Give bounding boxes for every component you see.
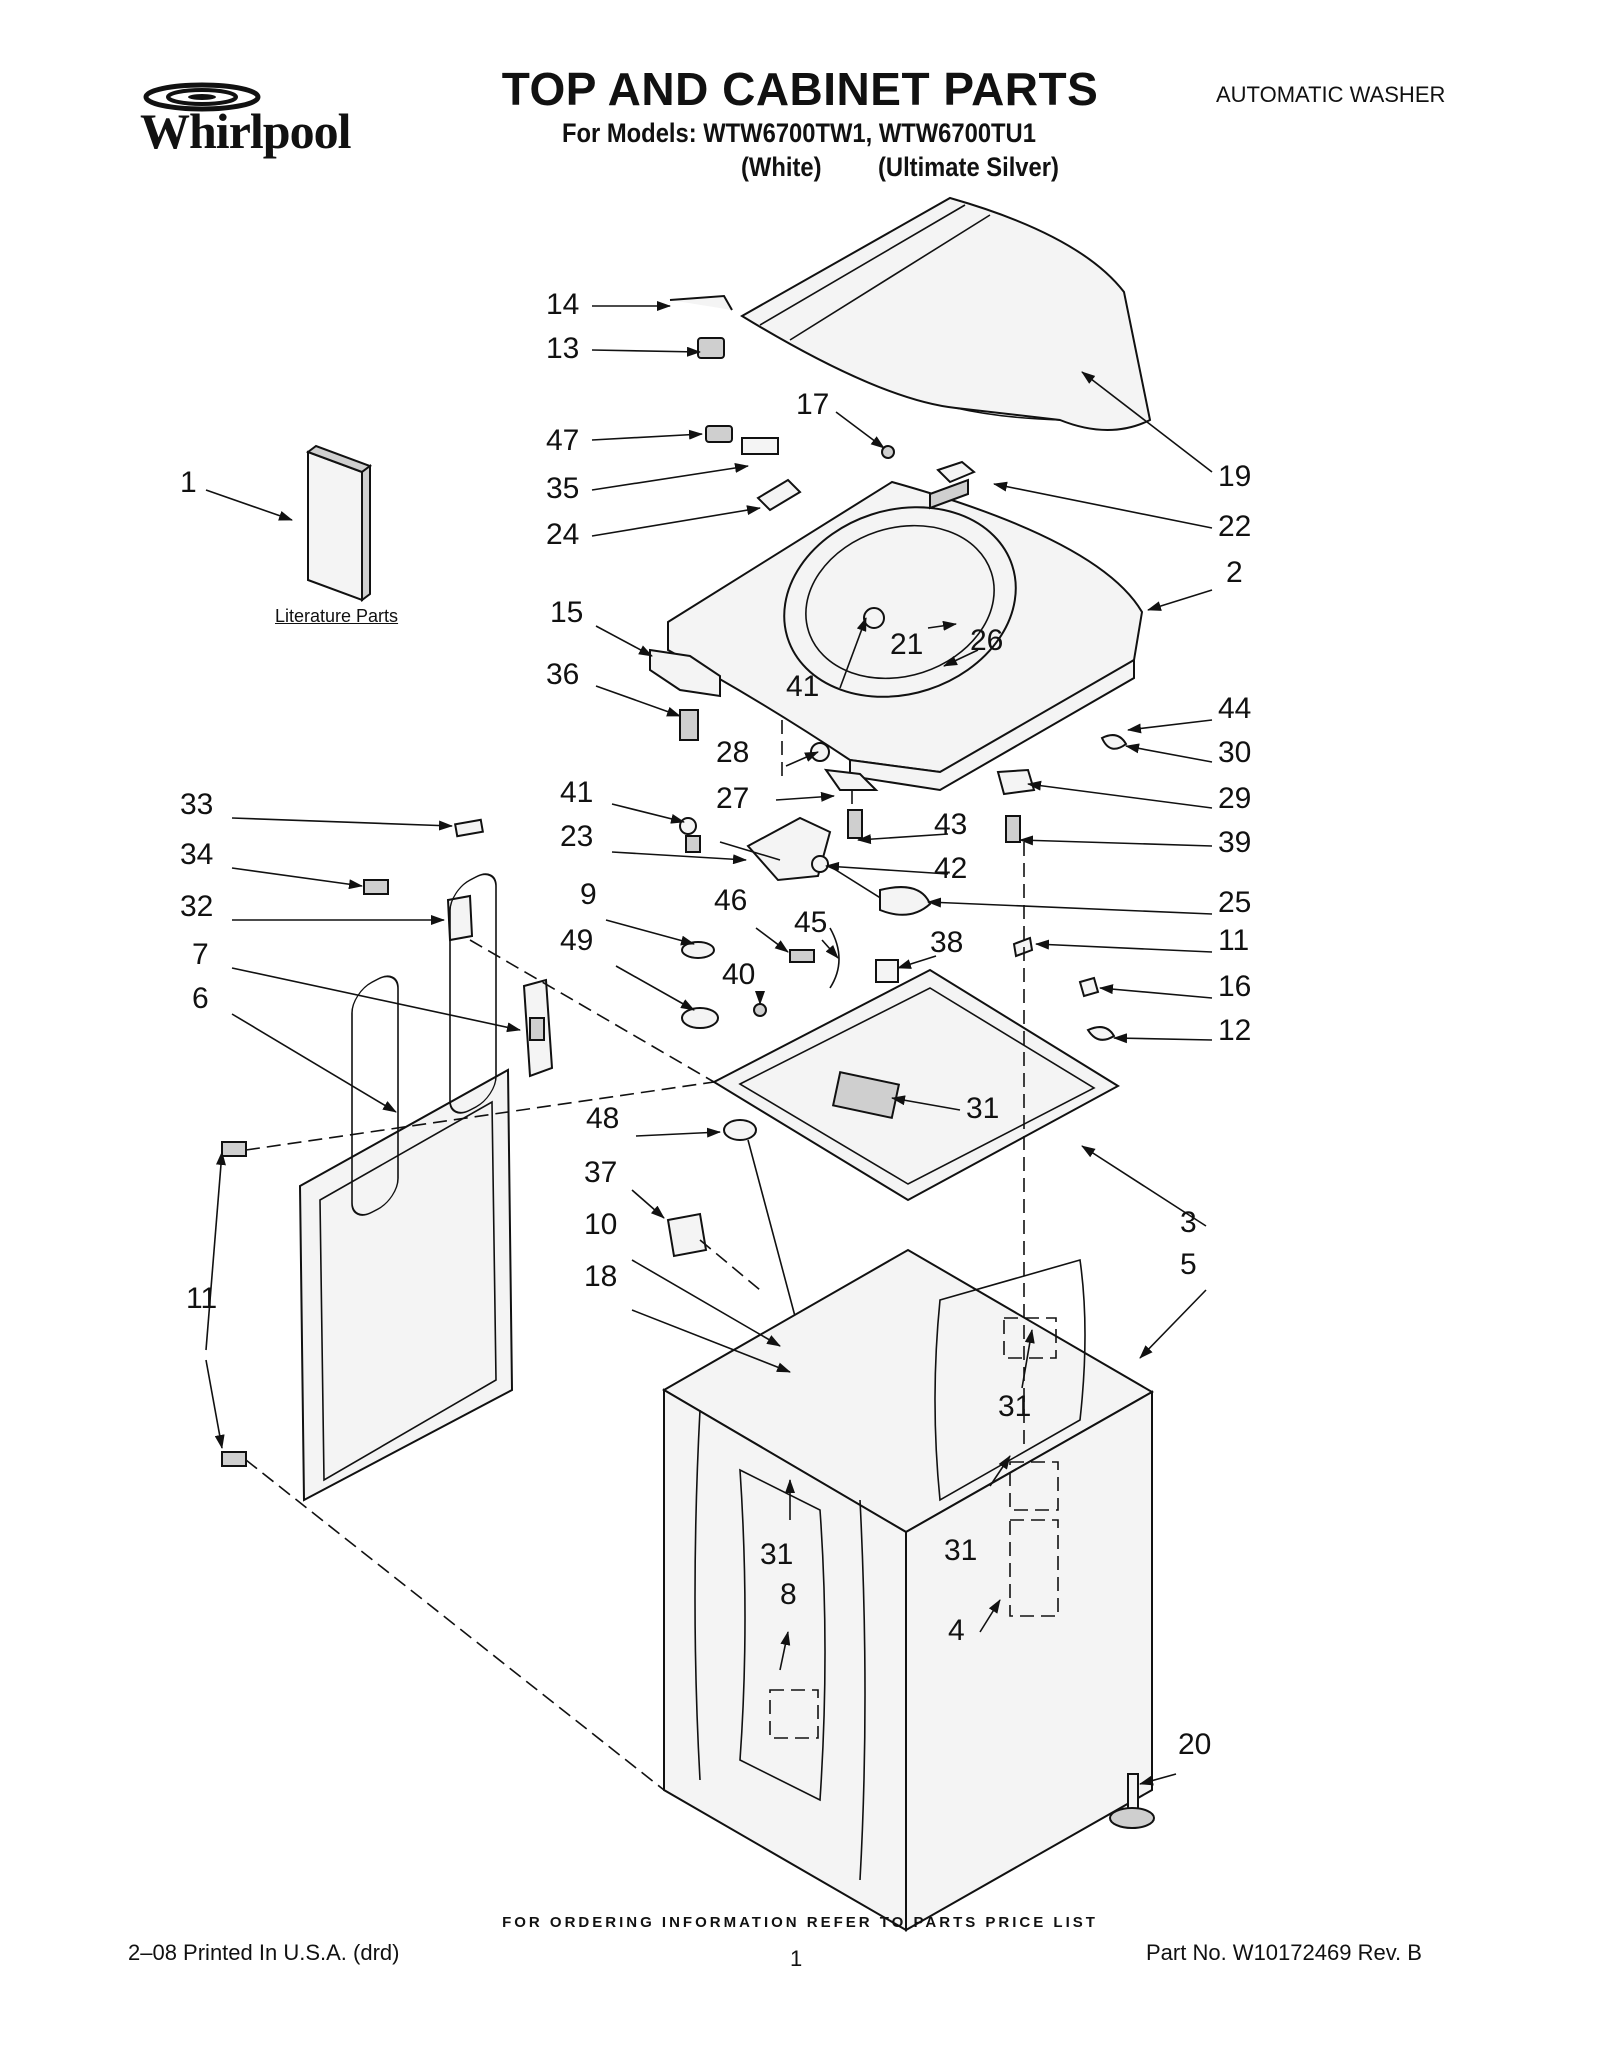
callout-16: 16	[1218, 970, 1252, 1003]
small-top-parts	[649, 425, 1128, 843]
callout-17: 17	[796, 388, 830, 421]
callout-30: 30	[1218, 736, 1252, 769]
brand-wordmark: Whirlpool	[140, 103, 351, 159]
doc-type: AUTOMATIC WASHER	[1216, 82, 1446, 107]
callout-39: 39	[1218, 826, 1252, 859]
callout-10: 10	[584, 1208, 618, 1241]
callout-22: 22	[1218, 510, 1252, 543]
leveling-leg	[1109, 1773, 1155, 1829]
whirlpool-logo	[126, 80, 366, 160]
callout-14: 14	[546, 288, 580, 321]
variant-white: (White)	[741, 152, 822, 182]
callout-21: 21	[890, 628, 924, 661]
callout-41-top: 41	[786, 670, 820, 703]
models-line: For Models: WTW6700TW1, WTW6700TU1	[562, 118, 1036, 148]
print-info: 2–08 Printed In U.S.A. (drd)	[128, 1940, 400, 1965]
callout-15: 15	[550, 596, 584, 629]
callout-4: 4	[948, 1614, 965, 1647]
callout-3: 3	[1180, 1206, 1197, 1239]
literature-label: Literature Parts	[275, 606, 399, 626]
callout-36: 36	[546, 658, 580, 691]
callout-31-cabinet: 31	[998, 1390, 1032, 1423]
variant-silver: (Ultimate Silver)	[878, 152, 1059, 182]
callout-19: 19	[1218, 460, 1252, 493]
washer-top	[667, 460, 1144, 792]
callout-23: 23	[560, 820, 594, 853]
callout-47: 47	[546, 424, 580, 457]
callout-41-mid: 41	[560, 776, 594, 809]
callout-5: 5	[1180, 1248, 1197, 1281]
callout-11-top: 11	[1218, 924, 1250, 957]
back-bracket	[522, 978, 554, 1078]
ordering-note: FOR ORDERING INFORMATION REFER TO PARTS …	[502, 1914, 1098, 1931]
swirl-logo-icon	[143, 82, 261, 112]
callout-43: 43	[934, 808, 968, 841]
cabinet	[662, 1248, 1155, 1932]
callout-8: 8	[780, 1578, 797, 1611]
panel-screws	[221, 1141, 247, 1467]
callout-31-front: 31	[760, 1538, 794, 1571]
back-panel	[298, 873, 514, 1502]
callout-6: 6	[192, 982, 209, 1015]
callout-1: 1	[180, 466, 197, 499]
callout-2: 2	[1226, 556, 1243, 589]
mid-small-parts	[681, 927, 1116, 1041]
callout-45: 45	[794, 906, 828, 939]
callout-46: 46	[714, 884, 748, 917]
left-brackets	[363, 818, 485, 942]
callout-31-frame: 31	[966, 1092, 1000, 1125]
callout-33: 33	[180, 788, 214, 821]
callout-24: 24	[546, 518, 580, 551]
callout-13: 13	[546, 332, 580, 365]
callout-48: 48	[586, 1102, 620, 1135]
callout-12: 12	[1218, 1014, 1252, 1047]
callout-20: 20	[1178, 1728, 1212, 1761]
callout-32: 32	[180, 890, 214, 923]
callout-28: 28	[716, 736, 750, 769]
hinge-and-screw	[669, 294, 733, 359]
cabinet-top-frame	[711, 968, 1120, 1202]
washer-lid	[740, 196, 1152, 431]
callout-9: 9	[580, 878, 597, 911]
callout-35: 35	[546, 472, 580, 505]
callout-38: 38	[930, 926, 964, 959]
callout-7: 7	[192, 938, 209, 971]
callout-27: 27	[716, 782, 750, 815]
callout-29: 29	[1218, 782, 1252, 815]
alignment-lines	[245, 720, 1025, 1791]
callout-18: 18	[584, 1260, 618, 1293]
leader-arrows	[205, 301, 1213, 1786]
callout-34: 34	[180, 838, 214, 871]
callout-49: 49	[560, 924, 594, 957]
literature-booklet	[305, 444, 373, 602]
callout-11-left: 11	[186, 1282, 218, 1315]
page-title: TOP AND CABINET PARTS	[501, 63, 1099, 115]
page-number: 1	[790, 1946, 803, 1971]
callout-25: 25	[1218, 886, 1252, 919]
callout-37: 37	[584, 1156, 618, 1189]
callout-40: 40	[722, 958, 756, 991]
part-number: Part No. W10172469 Rev. B	[1146, 1940, 1422, 1965]
callout-26: 26	[970, 624, 1004, 657]
callout-31-side: 31	[944, 1534, 978, 1567]
callout-42: 42	[934, 852, 968, 885]
callout-44: 44	[1218, 692, 1252, 725]
